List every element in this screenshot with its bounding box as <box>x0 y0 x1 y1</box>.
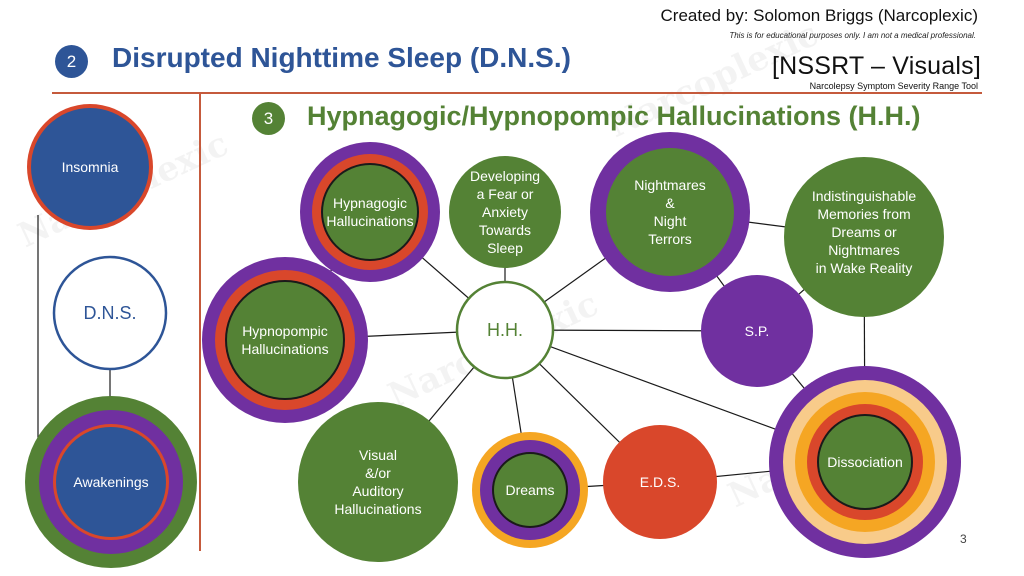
node-fear <box>449 156 561 268</box>
section-number-badge: 2 <box>55 45 88 78</box>
node-hypnagogic <box>300 142 440 282</box>
node-dreams <box>472 432 588 548</box>
node-visual-auditory <box>298 402 458 562</box>
node-eds <box>603 425 717 539</box>
node-insomnia <box>27 104 153 230</box>
tool-title: [NSSRT – Visuals] <box>771 52 981 80</box>
tool-subtitle: Narcolepsy Symptom Severity Range Tool <box>809 81 978 91</box>
author-credit: Created by: Solomon Briggs (Narcoplexic) <box>660 6 978 25</box>
divider-vertical <box>199 94 201 551</box>
node-hh <box>455 280 555 380</box>
divider-horizontal <box>52 92 982 94</box>
section-number-badge: 3 <box>252 102 285 135</box>
node-hypnopompic <box>202 257 368 423</box>
node-awakenings <box>25 396 197 568</box>
node-dissociation <box>769 366 961 558</box>
node-memories <box>784 157 944 317</box>
section-title-dns: Disrupted Nighttime Sleep (D.N.S.) <box>112 42 571 73</box>
section-title-hh: Hypnagogic/Hypnopompic Hallucinations (H… <box>307 101 921 131</box>
disclaimer: This is for educational purposes only. I… <box>729 31 976 40</box>
node-sp <box>701 275 813 387</box>
node-dns <box>52 255 168 371</box>
node-nightmares <box>590 132 750 292</box>
page-number: 3 <box>960 532 967 546</box>
